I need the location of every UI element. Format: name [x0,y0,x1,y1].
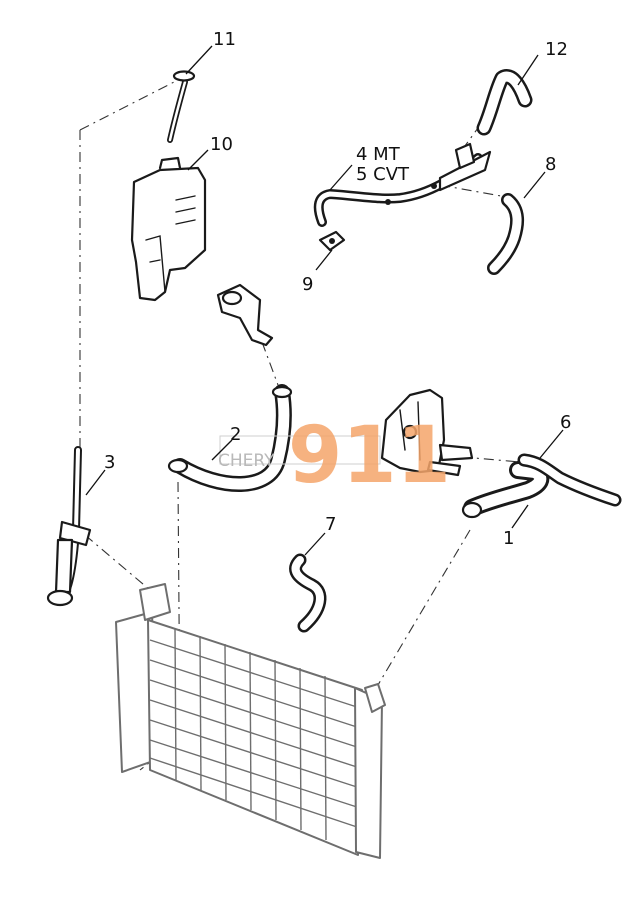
callout-3: 3 [104,452,115,473]
lower-radiator-hose [461,461,550,519]
assembly-lines [79,79,521,771]
callout-2: 2 [230,424,241,445]
callout-labels: 11 10 12 8 4 MT 5 CVT 9 2 3 6 1 7 [104,29,571,549]
hose-8 [487,193,525,275]
overflow-hose [46,446,92,607]
water-outlet-assembly [380,388,474,477]
coolant-pipe-assembly [313,142,492,227]
callout-6: 6 [560,412,571,433]
hose-7 [289,553,327,633]
radiator [115,583,386,859]
thermostat-housing [216,283,274,347]
expansion-tank [130,156,207,302]
callout-10: 10 [210,134,233,155]
watermark-brand: CHERY [218,451,275,471]
heater-hose-6 [517,453,622,507]
callout-4-mt: 4 MT [356,144,401,165]
gasket [318,230,346,252]
callout-7: 7 [325,514,336,535]
callout-5-cvt: 5 CVT [356,164,410,185]
watermark-number: 911 [288,411,451,501]
watermark: CHERY 911 [218,411,451,501]
callout-12: 12 [545,39,568,60]
callout-11: 11 [213,29,236,50]
leader-lines [85,45,564,556]
callout-1: 1 [503,528,514,549]
tank-cap-tube [167,70,196,143]
callout-9: 9 [302,274,313,295]
callout-8: 8 [545,154,556,175]
hose-12 [476,69,533,136]
watermark-frame [219,435,381,465]
